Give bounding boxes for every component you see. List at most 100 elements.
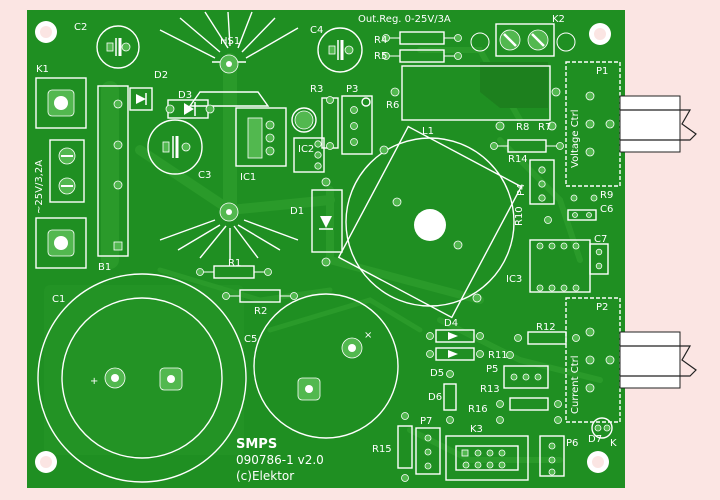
current-ctrl-label: Current Ctrl	[570, 355, 581, 414]
connector-k3	[445, 435, 529, 481]
resistor-r2	[222, 289, 298, 303]
trimmer-p3	[341, 95, 373, 155]
trimmer-p6	[539, 435, 565, 477]
diode-d1	[311, 177, 343, 267]
resistor-r10	[544, 216, 552, 224]
label-p2: P2	[596, 302, 608, 313]
label-d2: D2	[154, 70, 168, 81]
voltage-ctrl-label: Voltage Ctrl	[570, 110, 581, 168]
board-name: SMPS	[236, 437, 277, 452]
label-p1: P1	[596, 66, 608, 77]
resistor-r6	[390, 65, 561, 121]
label-p5: P5	[486, 364, 498, 375]
board-code: 090786-1 v2.0	[236, 453, 324, 467]
label-r7: R7	[538, 122, 551, 133]
label-k: K	[610, 438, 617, 449]
label-r6: R6	[386, 100, 399, 111]
label-r15: R15	[372, 444, 392, 455]
capacitor-c4	[317, 27, 363, 73]
resistor-r14	[490, 139, 564, 153]
input-label: ~25V/3,2A	[34, 160, 45, 214]
heatsink-hs1	[159, 11, 299, 260]
trimmer-p4	[529, 159, 555, 205]
output-label: Out.Reg. 0-25V/3A	[358, 14, 451, 25]
label-k3: K3	[470, 424, 483, 435]
label-c5: C5	[244, 334, 257, 345]
bridge-b1	[97, 85, 129, 257]
capacitor-c1	[37, 273, 247, 483]
label-c1: C1	[52, 294, 65, 305]
board-copyright: (c)Elektor	[236, 469, 294, 483]
label-p7: P7	[420, 416, 432, 427]
label-r12: R12	[536, 322, 556, 333]
led-d7	[591, 417, 613, 439]
label-c2: C2	[74, 22, 87, 33]
label-ic1: IC1	[240, 172, 256, 183]
diode-d3	[165, 99, 215, 119]
label-r11: R11	[488, 350, 508, 361]
diode-d4-d5	[426, 329, 484, 361]
resistor-r12	[514, 331, 580, 345]
resistor-r1	[196, 265, 272, 279]
label-r10: R10	[514, 206, 525, 226]
label-p6: P6	[566, 438, 578, 449]
capacitor-c5	[253, 293, 399, 439]
trimmer-p7	[415, 427, 441, 475]
label-d1: D1	[290, 206, 304, 217]
label-ic2: IC2	[298, 144, 314, 155]
label-r1: R1	[228, 258, 241, 269]
label-r3: R3	[310, 84, 323, 95]
resistor-r15	[397, 412, 413, 482]
inductor-l1	[337, 125, 523, 319]
label-c3: C3	[198, 170, 211, 181]
capacitor-c3	[147, 119, 203, 175]
label-c7: C7	[594, 234, 607, 245]
label-d5: D5	[430, 368, 444, 379]
resistor-r4-r5	[382, 31, 462, 63]
label-ic3: IC3	[506, 274, 522, 285]
trimmer-p5	[503, 365, 549, 389]
label-c6: C6	[600, 204, 613, 215]
label-r13: R13	[480, 384, 500, 395]
diode-d2	[129, 87, 153, 111]
resistor-r3	[291, 96, 339, 150]
potentiometer-p1	[565, 61, 697, 187]
label-d7: D7	[588, 434, 602, 445]
resistor-r11	[506, 351, 514, 359]
label-r4: R4	[374, 35, 387, 46]
copper-layer	[44, 47, 603, 463]
label-r5: R5	[374, 51, 387, 62]
ic-ic1	[235, 107, 287, 167]
label-r8: R8	[516, 122, 529, 133]
label-r16: R16	[468, 404, 488, 415]
label-p4: P4	[516, 184, 527, 196]
label-d3: D3	[178, 90, 192, 101]
potentiometer-p2	[565, 297, 697, 423]
label-c4: C4	[310, 25, 323, 36]
mounting-holes	[35, 21, 611, 473]
capacitor-c2	[96, 25, 140, 69]
diode-d6	[443, 370, 457, 424]
c1-plus-mark: +	[90, 376, 98, 387]
capacitor-c7	[589, 243, 609, 275]
ic-ic2	[293, 137, 325, 173]
label-d4: D4	[444, 318, 458, 329]
label-p3: P3	[346, 84, 358, 95]
resistor-r9-capacitor-c6	[567, 194, 598, 221]
label-r14: R14	[508, 154, 528, 165]
resistor-r7-r8	[495, 121, 557, 131]
label-hs1: HS1	[220, 36, 240, 47]
silkscreen-text: Out.Reg. 0-25V/3A K2 K1 C2 D2 D3 HS1 C4 …	[34, 14, 617, 483]
label-r2: R2	[254, 306, 267, 317]
connector-k1	[35, 77, 87, 269]
connector-k2	[470, 23, 576, 57]
label-b1: B1	[98, 262, 111, 273]
c5-cross-mark: ×	[364, 330, 372, 341]
label-k2: K2	[552, 14, 565, 25]
label-r9: R9	[600, 190, 613, 201]
label-l1: L1	[422, 126, 434, 137]
label-d6: D6	[428, 392, 442, 403]
resistor-r16	[496, 416, 562, 424]
resistor-r13	[496, 397, 562, 411]
